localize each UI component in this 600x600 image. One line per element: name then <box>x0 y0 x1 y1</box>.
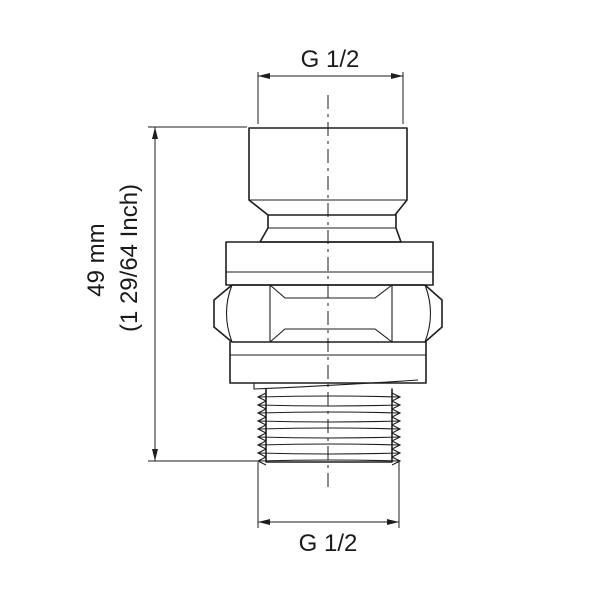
thread-crest-line <box>257 436 401 439</box>
height-label-imperial: (1 29/64 Inch) <box>116 184 143 332</box>
bottom-arrow-right <box>387 519 399 525</box>
bottom-thread-dimension: G 1/2 <box>257 462 400 557</box>
top-thread-dimension: G 1/2 <box>257 46 404 124</box>
swivel-adapter-part <box>213 127 443 466</box>
top-cap <box>248 127 408 216</box>
thread-crest-line <box>257 452 401 455</box>
height-label-metric: 49 mm <box>83 223 110 296</box>
thread-crest-line <box>257 411 401 414</box>
upper-ring <box>225 241 434 286</box>
height-arrow-top <box>152 127 158 139</box>
bottom-thread-label: G 1/2 <box>299 530 358 557</box>
neck <box>259 214 402 243</box>
hex-nut <box>213 284 443 343</box>
thread-crest-line <box>257 404 401 407</box>
thread-crest-line <box>257 395 401 398</box>
top-arrow-right <box>391 73 403 79</box>
lower-ring <box>229 341 427 390</box>
thread-crest-line <box>257 443 401 446</box>
thread-crest-line <box>257 459 401 462</box>
thread-lines <box>256 392 402 466</box>
height-arrow-bottom <box>152 449 158 461</box>
bottom-arrow-left <box>258 519 270 525</box>
top-thread-label: G 1/2 <box>301 46 360 73</box>
male-thread <box>256 388 402 466</box>
height-dimension: 49 mm (1 29/64 Inch) <box>83 126 260 462</box>
thread-crest-line <box>257 427 401 430</box>
thread-crest-line <box>257 420 401 423</box>
top-arrow-left <box>258 73 270 79</box>
